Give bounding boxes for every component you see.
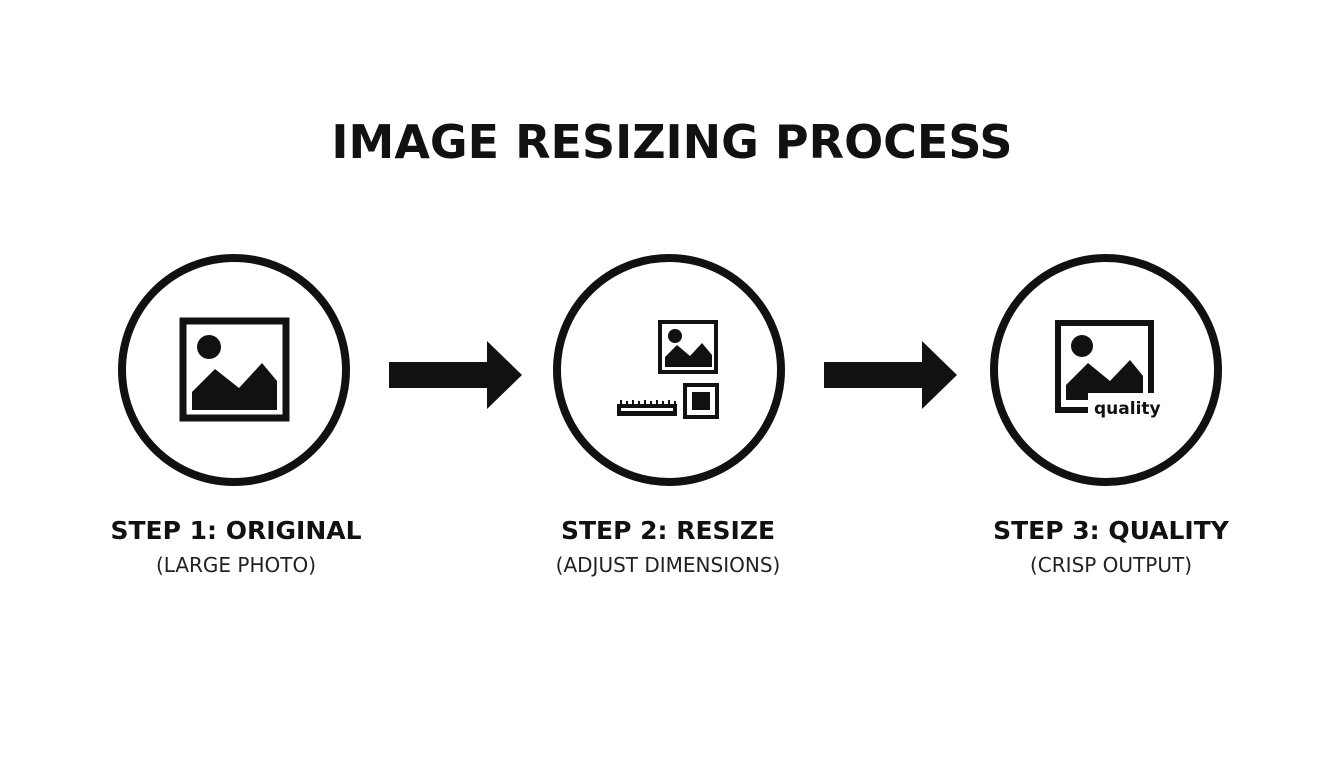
step-3-node: quality xyxy=(990,254,1222,486)
step-2-circle xyxy=(553,254,785,486)
step-2-label: STEP 2: RESIZE (ADJUST DIMENSIONS) xyxy=(488,514,848,580)
page-title: IMAGE RESIZING PROCESS xyxy=(331,115,1013,169)
step-3-title: STEP 3: QUALITY xyxy=(993,516,1229,545)
step-3-label: STEP 3: QUALITY (CRISP OUTPUT) xyxy=(931,514,1291,580)
step-1-label: STEP 1: ORIGINAL (LARGE PHOTO) xyxy=(56,514,416,580)
step-3-subtitle: (CRISP OUTPUT) xyxy=(1030,553,1192,577)
step-1-node xyxy=(118,254,350,486)
quality-badge: quality xyxy=(1094,399,1161,419)
arrow-2 xyxy=(824,341,957,409)
step-1-subtitle: (LARGE PHOTO) xyxy=(155,553,317,577)
frame-square-icon xyxy=(683,383,719,419)
resize-icon xyxy=(617,320,719,419)
quality-image-icon: quality xyxy=(1055,320,1161,423)
small-image-icon xyxy=(658,320,718,374)
step-3-circle xyxy=(990,254,1222,486)
step-1-circle xyxy=(118,254,350,486)
step-2-node xyxy=(553,254,785,486)
arrow-1 xyxy=(389,341,522,409)
ruler-icon xyxy=(617,400,677,416)
image-icon xyxy=(179,317,290,422)
step-2-subtitle: (ADJUST DIMENSIONS) xyxy=(555,553,781,577)
step-2-title: STEP 2: RESIZE xyxy=(560,516,776,545)
step-1-title: STEP 1: ORIGINAL xyxy=(110,516,362,545)
